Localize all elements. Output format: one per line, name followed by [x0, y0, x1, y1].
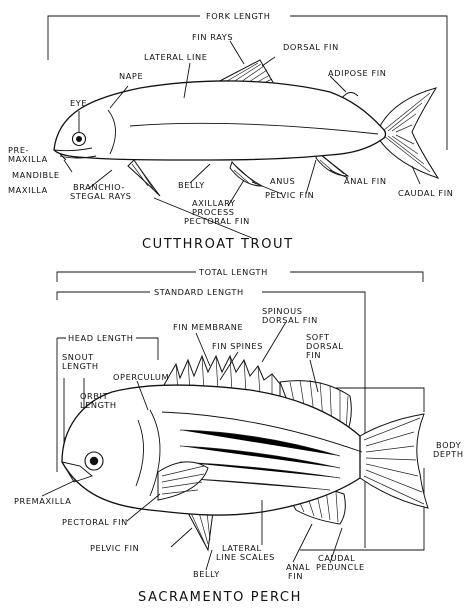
perch-title: SACRAMENTO PERCH — [138, 590, 302, 605]
label-perch-pelvic-fin: PELVIC FIN — [90, 543, 139, 553]
label-premaxilla: PREMAXILLA — [14, 496, 71, 506]
label-total-length: TOTAL LENGTH — [198, 267, 268, 277]
trout-pectoral-fin — [128, 160, 160, 196]
label-trout-anal-fin: ANAL FIN — [344, 176, 387, 186]
label-mandible: MANDIBLE — [12, 170, 60, 180]
label-standard-length: STANDARD LENGTH — [154, 287, 244, 297]
label-head-length: HEAD LENGTH — [68, 333, 134, 343]
trout-caudal-fin — [378, 88, 438, 178]
trout-adipose-fin — [342, 92, 358, 98]
label-anal-2: FIN — [288, 571, 303, 581]
label-lateral-2: LINE SCALES — [216, 552, 275, 562]
label-operculum: OPERCULUM — [113, 372, 169, 382]
trout-body — [54, 81, 386, 160]
perch-eye — [85, 452, 103, 470]
label-perch-belly: BELLY — [193, 569, 220, 579]
label-premaxilla-2: MAXILLA — [8, 154, 48, 164]
label-belly: BELLY — [178, 180, 205, 190]
label-lateral-line: LATERAL LINE — [144, 52, 207, 62]
label-trout-pelvic-fin: PELVIC FIN — [265, 190, 314, 200]
label-eye: EYE — [70, 98, 87, 108]
label-anus: ANUS — [270, 176, 295, 186]
label-spinous-2: DORSAL FIN — [262, 315, 318, 325]
label-fork-length: FORK LENGTH — [206, 11, 270, 21]
label-fin-spines: FIN SPINES — [212, 341, 263, 351]
trout-section: FORK LENGTH — [8, 11, 454, 252]
label-snout-2: LENGTH — [62, 361, 99, 371]
perch-section: TOTAL LENGTH STANDARD LENGTH HEAD LENGTH — [14, 267, 464, 605]
trout-eye — [73, 133, 86, 146]
label-adipose-fin: ADIPOSE FIN — [328, 68, 387, 78]
label-fin-membrane: FIN MEMBRANE — [173, 322, 243, 332]
label-dorsal-fin: DORSAL FIN — [283, 42, 339, 52]
label-caudal-2: PEDUNCLE — [316, 562, 365, 572]
trout-pelvic-fin — [230, 162, 262, 186]
label-nape: NAPE — [119, 71, 143, 81]
label-body-2: DEPTH — [433, 449, 464, 459]
label-caudal-fin: CAUDAL FIN — [398, 188, 454, 198]
label-maxilla: MAXILLA — [8, 185, 48, 195]
label-branchiostegal-2: STEGAL RAYS — [70, 191, 132, 201]
label-soft-3: FIN — [306, 350, 321, 360]
label-trout-pectoral-fin: PECTORAL FIN — [184, 216, 250, 226]
label-orbit-2: LENGTH — [80, 400, 117, 410]
perch-caudal-fin — [360, 414, 428, 508]
label-fin-rays: FIN RAYS — [192, 32, 233, 42]
trout-title: CUTTHROAT TROUT — [142, 237, 294, 252]
label-perch-pectoral-fin: PECTORAL FIN — [62, 517, 128, 527]
